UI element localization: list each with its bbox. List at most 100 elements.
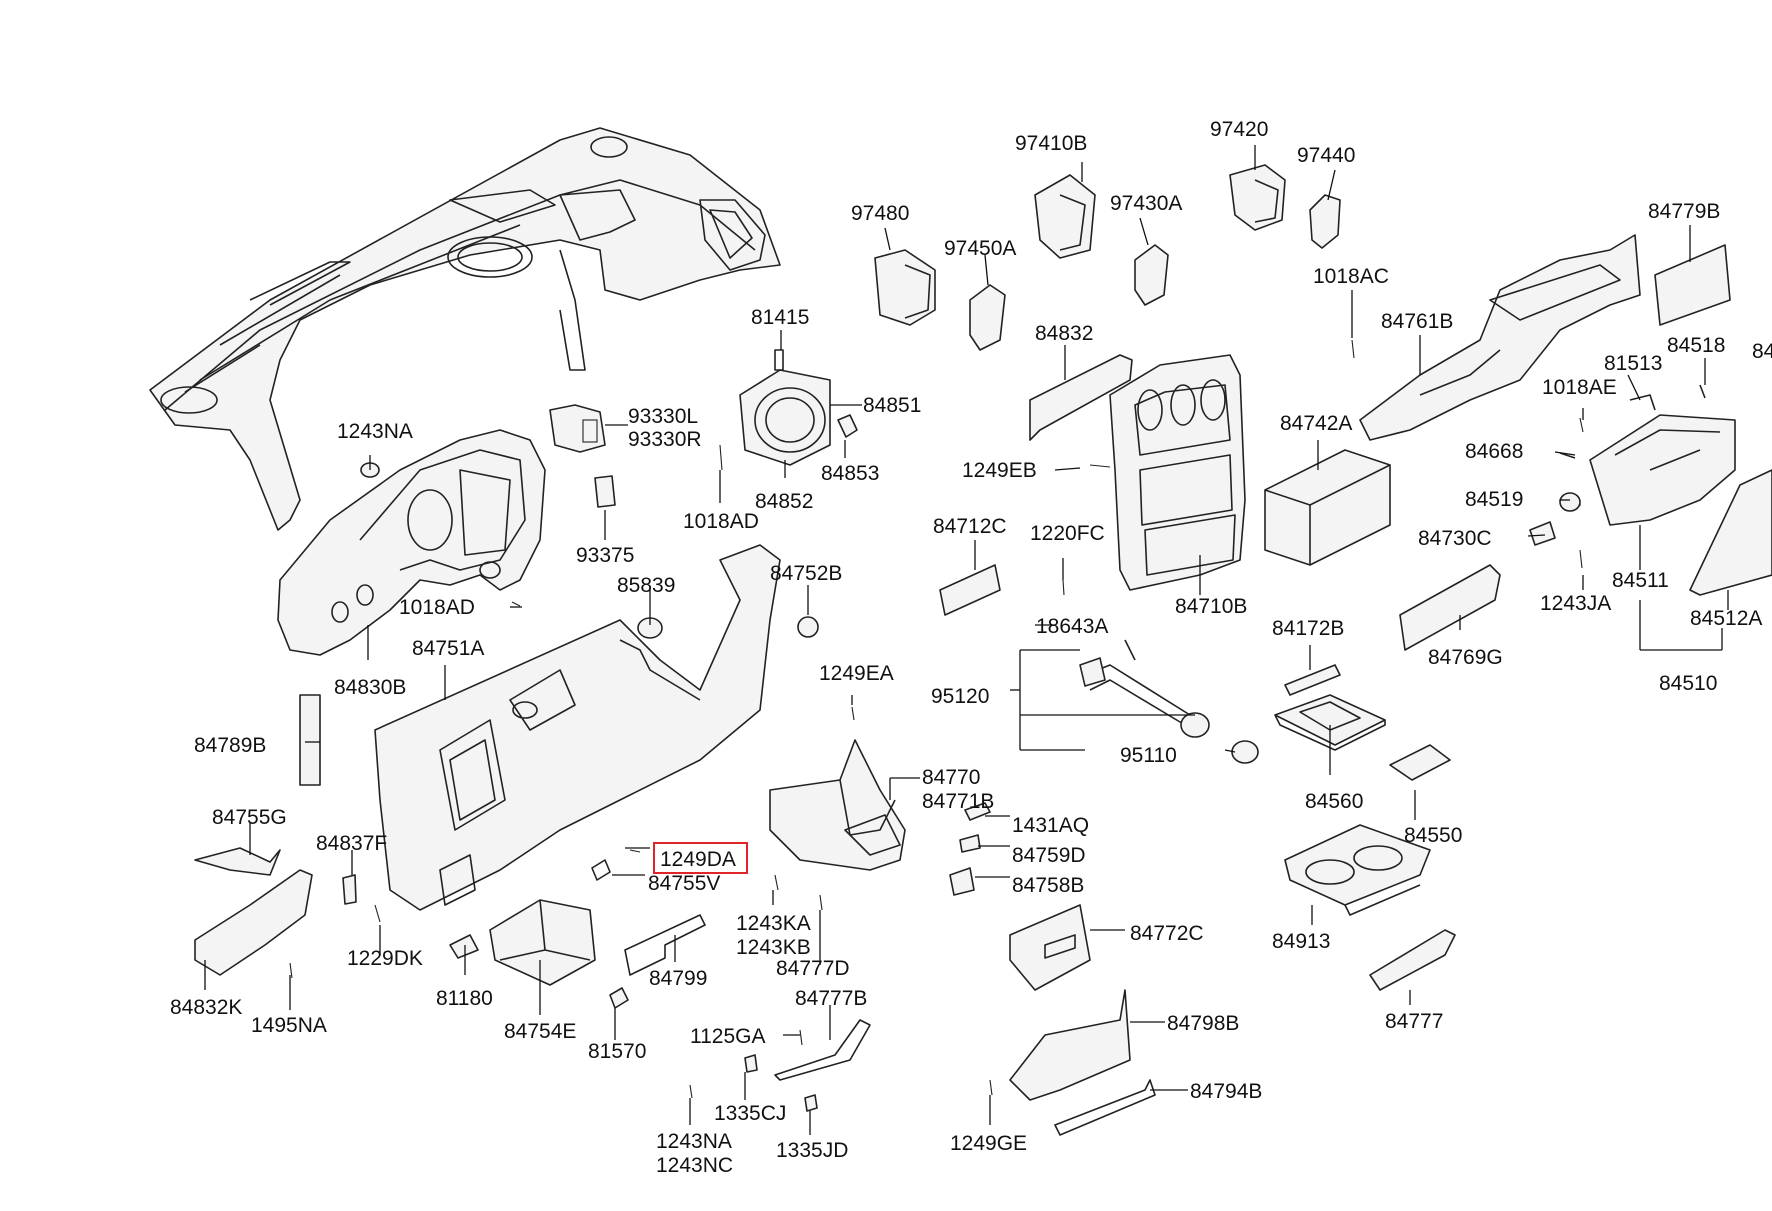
- label-84172b: 84172B: [1272, 617, 1344, 640]
- label-84761b: 84761B: [1381, 310, 1453, 333]
- label-84758b: 84758B: [1012, 874, 1084, 897]
- label-1018ad-top: 1018AD: [683, 510, 759, 533]
- label-84832k: 84832K: [170, 996, 242, 1019]
- label-84770: 84770: [922, 766, 980, 789]
- label-84798b: 84798B: [1167, 1012, 1239, 1035]
- label-84759d: 84759D: [1012, 844, 1086, 867]
- label-1249da: 1249DA: [660, 848, 736, 871]
- glove-box-part: [1589, 414, 1736, 526]
- label-84668: 84668: [1465, 440, 1523, 463]
- pocket-84754e-part: [489, 899, 596, 986]
- box-84742a-part: [1264, 449, 1391, 566]
- label-1495na: 1495NA: [251, 1014, 327, 1037]
- label-95120: 95120: [931, 685, 989, 708]
- label-95110: 95110: [1120, 744, 1177, 767]
- label-18643a: 18643A: [1036, 615, 1108, 638]
- label-84-cut: 84: [1752, 340, 1772, 363]
- leader-lines: [204, 145, 1729, 1135]
- label-84852: 84852: [755, 490, 813, 513]
- clock-assembly-part: [739, 349, 858, 466]
- label-84752b: 84752B: [770, 562, 842, 585]
- label-1249ge: 1249GE: [950, 1132, 1027, 1155]
- label-1431aq: 1431AQ: [1012, 814, 1089, 837]
- cigar-lighter-part: [1079, 639, 1259, 764]
- label-1243ka: 1243KA: [736, 912, 811, 935]
- label-81570: 81570: [588, 1040, 646, 1063]
- cover-84832k-part: [194, 869, 313, 976]
- label-1243nc: 1243NC: [656, 1154, 733, 1177]
- label-1243kb: 1243KB: [736, 936, 811, 959]
- label-97480: 97480: [851, 202, 909, 225]
- highlight-box-1249da: [653, 842, 748, 874]
- pad-84779b-part: [1654, 244, 1731, 326]
- bracket-84832-part: [1029, 354, 1133, 441]
- label-84755v: 84755V: [648, 872, 720, 895]
- air-vent-parts: [874, 164, 1341, 351]
- small-hardware-left-parts: [342, 462, 991, 1112]
- label-1125ga: 1125GA: [690, 1025, 766, 1048]
- label-84730c: 84730C: [1418, 527, 1492, 550]
- small-hardware-right-parts: [1529, 384, 1706, 546]
- screw-parts: [289, 339, 1584, 1099]
- label-84769g: 84769G: [1428, 646, 1503, 669]
- label-84771b: 84771B: [922, 790, 994, 813]
- label-84751a: 84751A: [412, 637, 484, 660]
- label-1249ea: 1249EA: [819, 662, 894, 685]
- label-84710b: 84710B: [1175, 595, 1247, 618]
- label-84755g: 84755G: [212, 806, 287, 829]
- label-93375: 93375: [576, 544, 634, 567]
- side-cover-84798b-part: [1009, 989, 1131, 1101]
- label-97430a: 97430A: [1110, 192, 1182, 215]
- label-1018ad: 1018AD: [399, 596, 475, 619]
- label-84772c: 84772C: [1130, 922, 1204, 945]
- label-1249eb: 1249EB: [962, 459, 1037, 482]
- bracket-84761b-part: [1359, 234, 1641, 441]
- label-84777: 84777: [1385, 1010, 1443, 1033]
- label-81513: 81513: [1604, 352, 1662, 375]
- strip-84789b-part: [299, 694, 321, 786]
- bracket-84799-part: [624, 914, 706, 976]
- label-84560: 84560: [1305, 790, 1363, 813]
- label-84789b: 84789B: [194, 734, 266, 757]
- label-1018ac: 1018AC: [1313, 265, 1389, 288]
- label-1335jd: 1335JD: [776, 1139, 848, 1162]
- bracket-84769g-part: [1399, 564, 1501, 651]
- bracket-84755g-part: [194, 847, 281, 876]
- label-84510: 84510: [1659, 672, 1717, 695]
- label-84511: 84511: [1612, 569, 1669, 592]
- label-84832: 84832: [1035, 322, 1093, 345]
- label-84512a: 84512A: [1690, 607, 1762, 630]
- label-84519: 84519: [1465, 488, 1523, 511]
- label-85839: 85839: [617, 574, 675, 597]
- center-console-84770-part: [769, 739, 906, 871]
- plate-84712c-part: [939, 564, 1001, 616]
- pad-84172b-part: [1284, 664, 1341, 696]
- label-84518: 84518: [1667, 334, 1725, 357]
- tray-84550-part: [1389, 744, 1451, 781]
- label-84837f: 84837F: [316, 832, 387, 855]
- label-84550: 84550: [1404, 824, 1462, 847]
- bin-84772c-part: [1009, 904, 1091, 991]
- label-97440: 97440: [1297, 144, 1355, 167]
- cup-holder-part: [1284, 824, 1431, 916]
- cluster-facia-part: [277, 429, 546, 656]
- label-97450a: 97450A: [944, 237, 1016, 260]
- label-84712c: 84712C: [933, 515, 1007, 538]
- label-84777d: 84777D: [776, 957, 850, 980]
- label-93330r: 93330R: [628, 428, 702, 451]
- dashboard-panel-part: [149, 127, 781, 531]
- label-84830b: 84830B: [334, 676, 406, 699]
- center-facia-part: [1109, 354, 1246, 591]
- ashtray-84560-part: [1274, 694, 1386, 751]
- label-84851: 84851: [863, 394, 921, 417]
- bracket-84794b-part: [1054, 1079, 1156, 1136]
- label-84799: 84799: [649, 967, 707, 990]
- label-1018ae: 1018AE: [1542, 376, 1617, 399]
- label-81180: 81180: [436, 987, 493, 1010]
- label-84794b: 84794B: [1190, 1080, 1262, 1103]
- part-number-labels: 97410B 97420 97440 97480 97430A 97450A 8…: [170, 118, 1772, 1177]
- label-84913: 84913: [1272, 930, 1330, 953]
- glove-box-lid-part: [1689, 469, 1772, 596]
- label-84779b: 84779B: [1648, 200, 1720, 223]
